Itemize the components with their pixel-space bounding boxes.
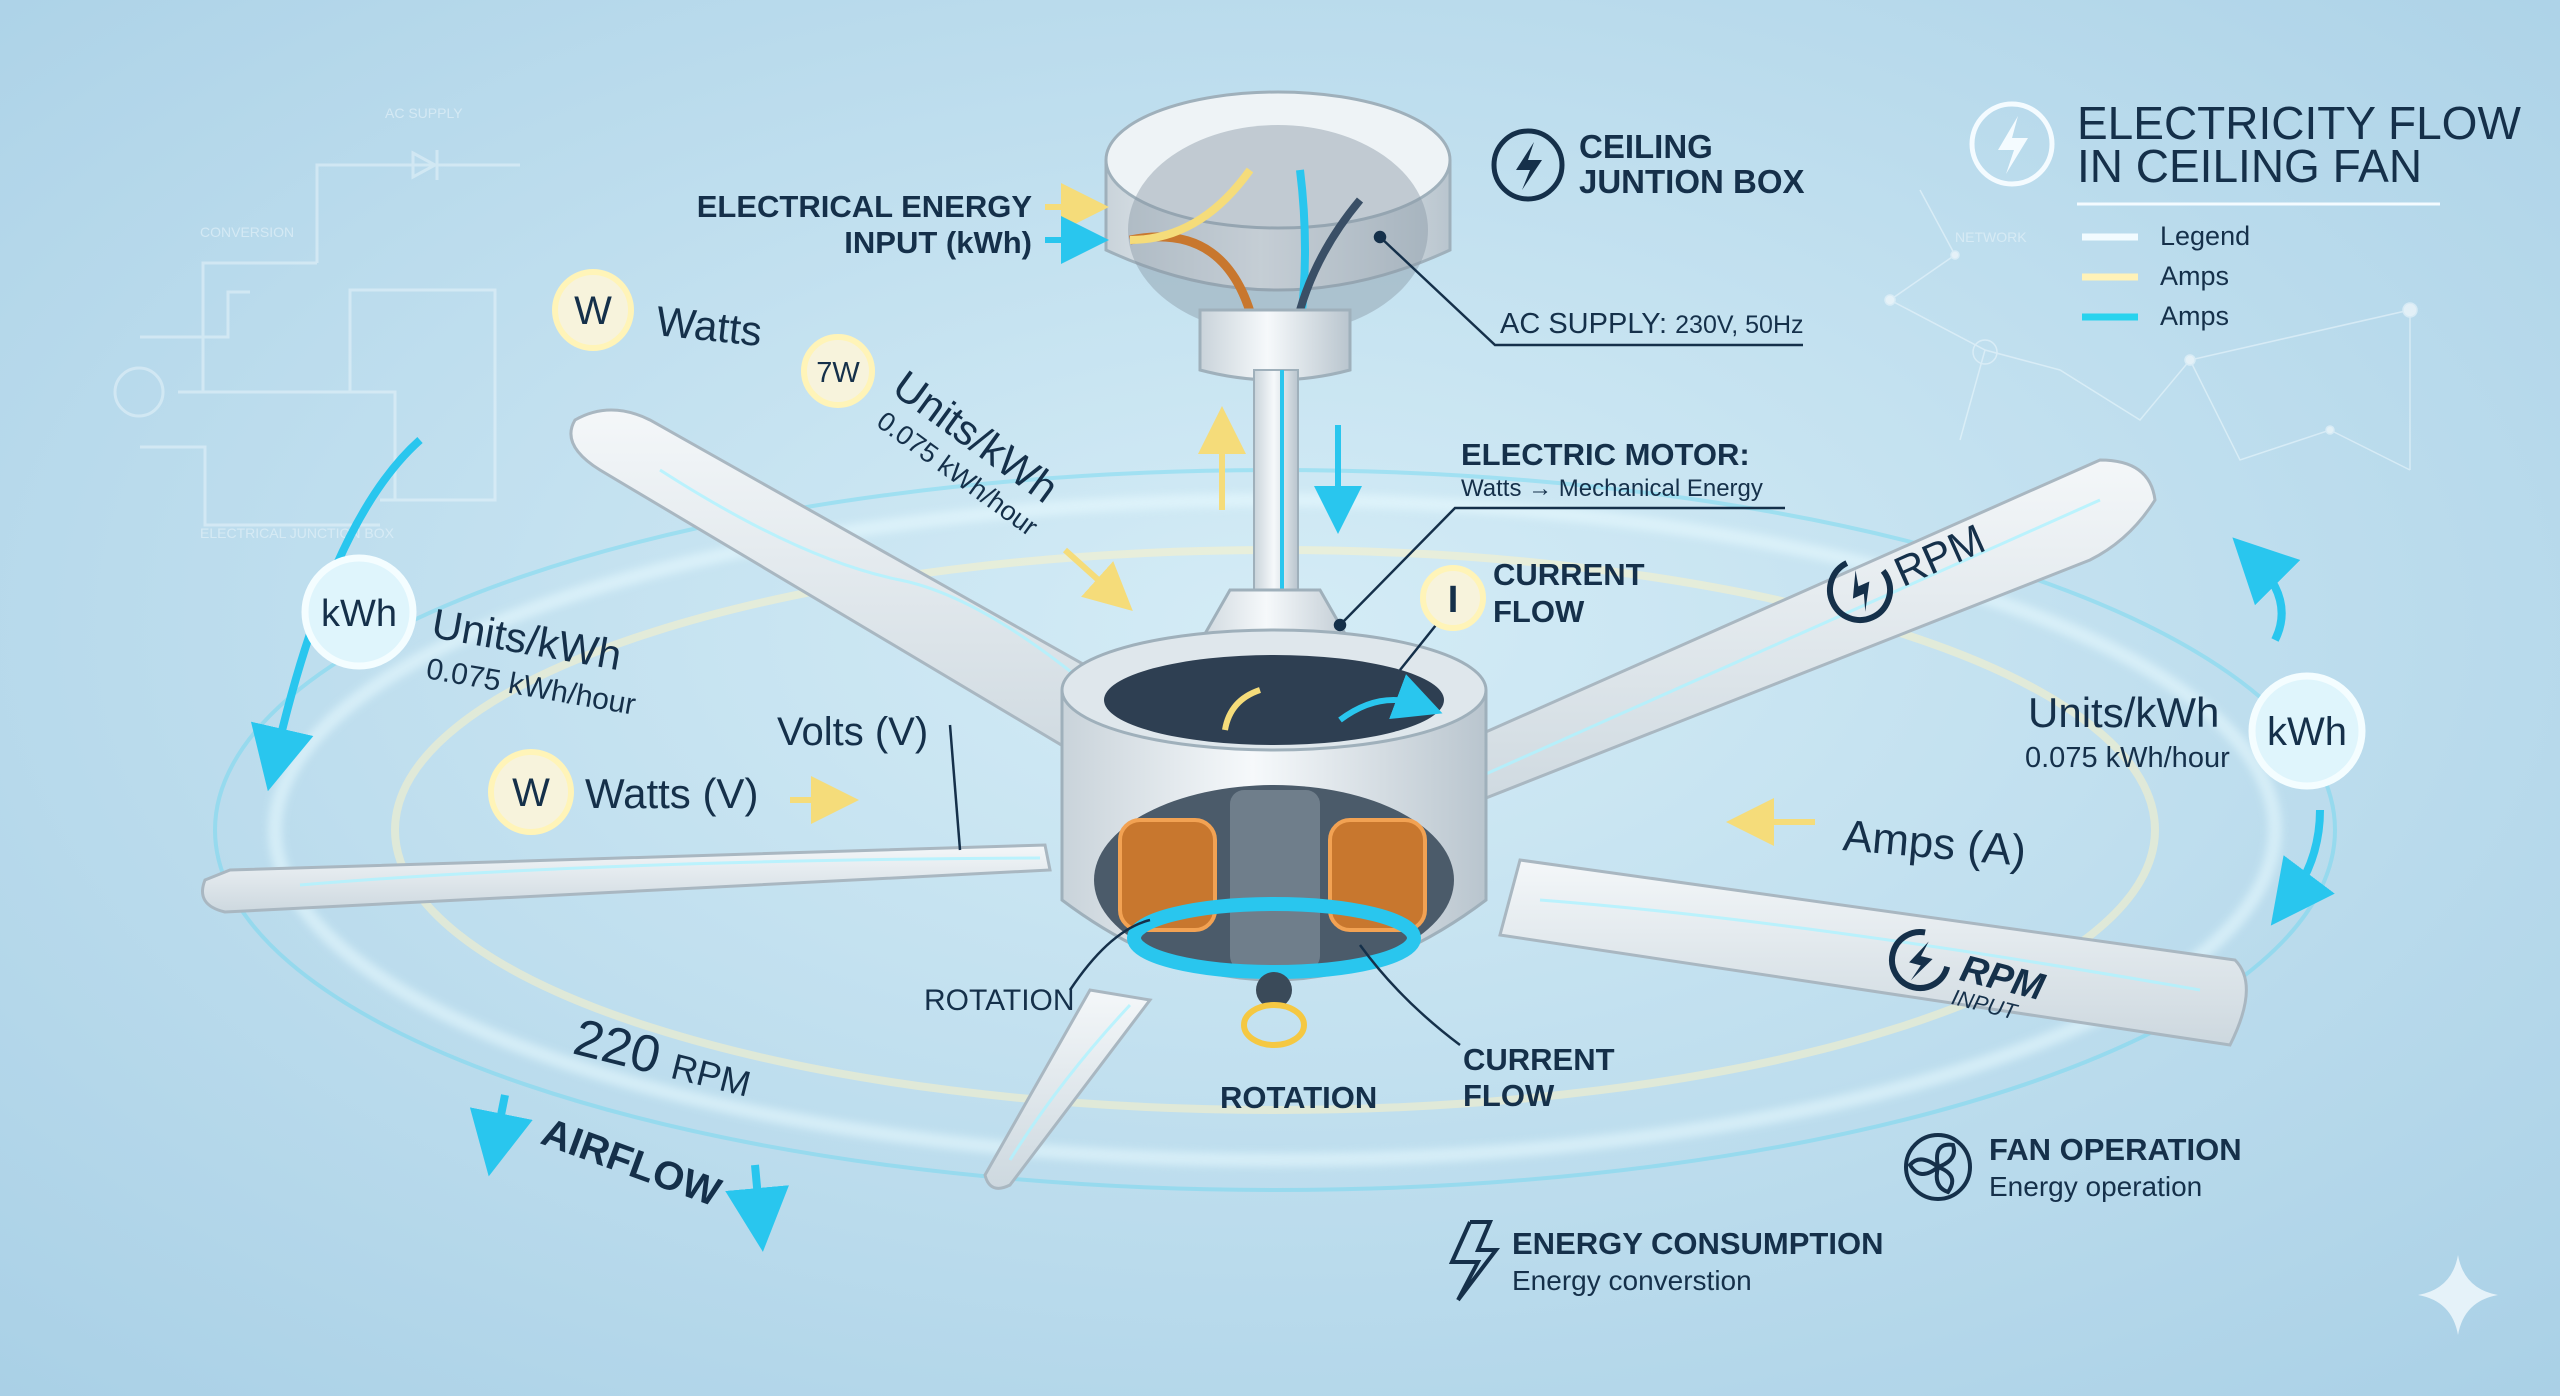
- lightning-icon: [1852, 570, 1870, 612]
- watts-badge: [552, 269, 634, 351]
- lightning-circle-icon: [1491, 128, 1565, 202]
- watts-badge-text: W: [512, 771, 550, 815]
- rotation-icon: [1889, 929, 1951, 991]
- schematic-label: NETWORK: [1955, 229, 2027, 245]
- watts-label: Watts: [654, 297, 764, 355]
- current-flow-label: CURRENT: [1463, 1042, 1615, 1077]
- rotation-label: ROTATION: [924, 984, 1075, 1017]
- junction-box-label: JUNTION BOX: [1579, 163, 1805, 200]
- lightning-icon: [1448, 1220, 1501, 1302]
- current-badge-text: I: [1448, 579, 1459, 621]
- schematic-label: ELECTRICAL JUNCTION BOX: [200, 525, 395, 541]
- volts-label: Volts (V): [777, 710, 928, 754]
- airflow-arrow: [725, 1164, 789, 1252]
- rotation-icon: [1827, 557, 1893, 623]
- current-flow-label: FLOW: [1493, 594, 1585, 629]
- legend-label: Amps: [2160, 261, 2229, 291]
- energy-consumption-subtitle: Energy converstion: [1512, 1265, 1752, 1296]
- leader-lines: [948, 230, 1803, 1046]
- airflow-arrow: [469, 1094, 533, 1177]
- fan-operation-subtitle: Energy operation: [1989, 1171, 2202, 1202]
- current-flow-label: FLOW: [1463, 1078, 1555, 1113]
- kwh-badge: [2248, 672, 2366, 790]
- legend-label: Amps: [2160, 301, 2229, 331]
- fan-blades: [201, 408, 2248, 1190]
- rotation-icon: [1241, 1002, 1307, 1048]
- lightning-icon: [1998, 116, 2028, 174]
- lightning-circle-icon: [1969, 101, 2055, 187]
- sparkle-icon: [2418, 1255, 2498, 1335]
- network-graphic: [1884, 189, 2418, 471]
- current-flow-label: CURRENT: [1493, 557, 1645, 592]
- electric-sparks: [299, 468, 2201, 1161]
- schematic-label: AC SUPPLY: [385, 105, 463, 121]
- title-block: ELECTRICITY FLOW IN CEILING FAN: [1969, 97, 2521, 206]
- energy-arrow: [1062, 547, 1133, 612]
- power-badge: [801, 334, 875, 408]
- fan-icon: [1904, 1133, 1972, 1201]
- rotation-label: ROTATION: [1220, 1080, 1377, 1115]
- watts-badge-text: W: [574, 289, 612, 333]
- lightning-icon: [1909, 941, 1933, 981]
- units-rate: 0.075 kWh/hour: [2025, 742, 2230, 774]
- units-label: Units/kWh: [2028, 689, 2219, 736]
- kwh-badge: [301, 554, 417, 670]
- lightning-icon: [1516, 142, 1542, 190]
- motor-housing: [1060, 588, 1488, 1048]
- flow-arrow-right-up: [2232, 537, 2301, 642]
- title-line-1: ELECTRICITY FLOW: [2077, 97, 2521, 149]
- power-badge-text: 7W: [816, 357, 860, 389]
- downrod: [1253, 369, 1299, 591]
- watts-badge: [488, 749, 574, 835]
- energy-consumption-title: ENERGY CONSUMPTION: [1512, 1226, 1883, 1261]
- circuit-schematic: [113, 150, 520, 527]
- kwh-badge-text: kWh: [2267, 710, 2347, 754]
- legend: Legend Amps Amps: [2082, 221, 2250, 331]
- flow-arrow-right-down: [2270, 809, 2335, 926]
- motor-subtitle: Watts → Mechanical Energy: [1461, 475, 1763, 502]
- kwh-badge-text: kWh: [321, 593, 397, 635]
- junction-box: [1104, 90, 1452, 382]
- energy-input-label: ELECTRICAL ENERGY: [697, 189, 1033, 224]
- junction-box-label: CEILING: [1579, 128, 1713, 165]
- motor-title: ELECTRIC MOTOR:: [1461, 437, 1750, 472]
- fan-operation-title: FAN OPERATION: [1989, 1132, 2242, 1167]
- watts-label: Watts (V): [585, 770, 758, 817]
- current-badge: [1420, 565, 1486, 631]
- ac-supply-label: AC SUPPLY: 230V, 50Hz: [1500, 308, 1804, 340]
- title-line-2: IN CEILING FAN: [2077, 140, 2422, 192]
- schematic-label: CONVERSION: [200, 224, 294, 240]
- legend-label: Legend: [2160, 221, 2250, 251]
- energy-input-label: INPUT (kWh): [844, 225, 1032, 260]
